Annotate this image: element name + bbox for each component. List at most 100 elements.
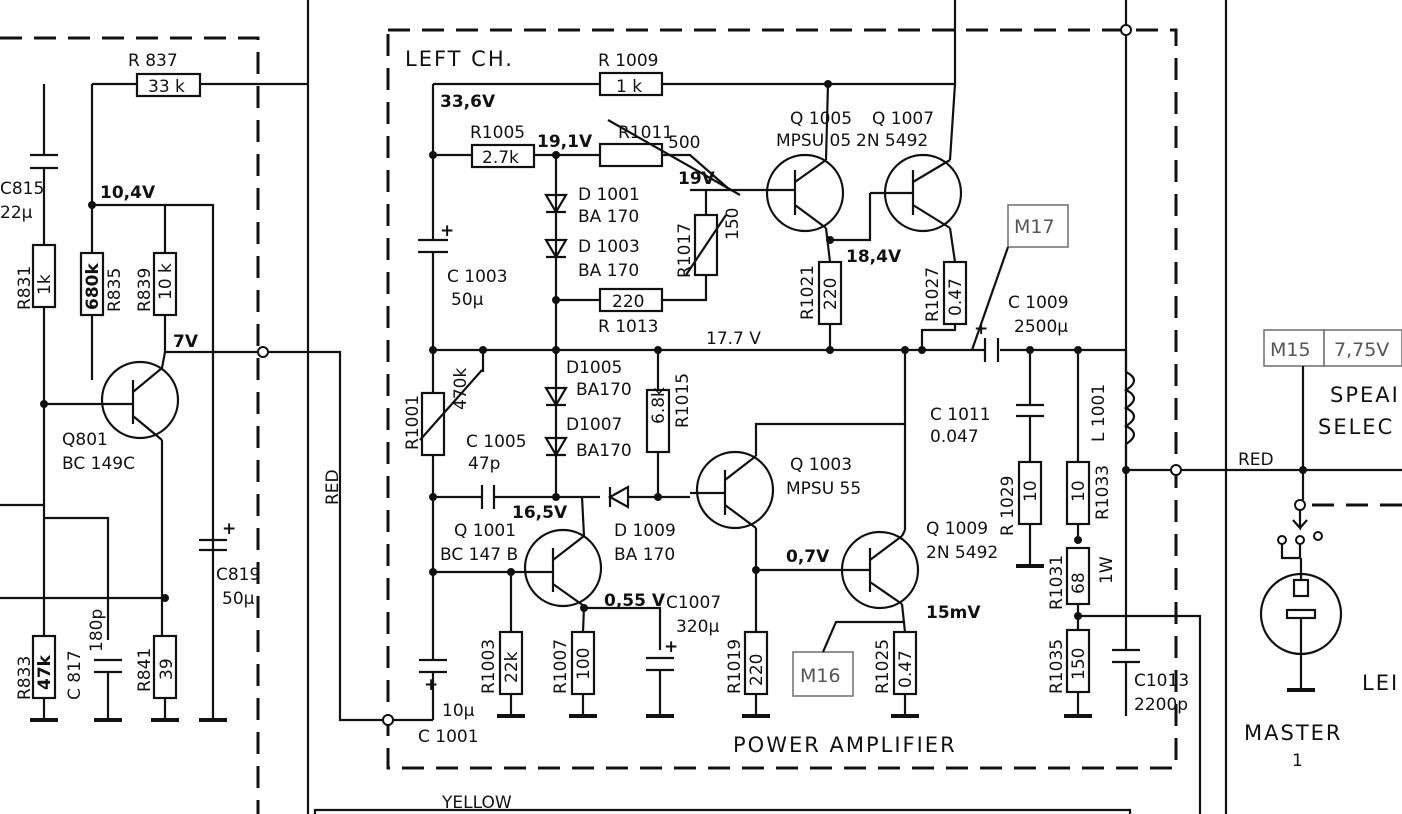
r1033-label: R1033 [1093, 465, 1113, 520]
c1011-label: C 1011 [930, 405, 991, 425]
junction-diodes-mid [552, 346, 560, 354]
r835-value: 680k [83, 263, 103, 310]
c815-label: C815 [0, 179, 44, 199]
r831-label: R831 [15, 266, 35, 310]
r1031-power: 1W [1097, 556, 1117, 584]
r839-value: 10 k [156, 263, 176, 300]
q801-type: BC 149C [62, 454, 135, 474]
r839-label: R839 [135, 268, 155, 312]
c1009-value: 2500μ [1014, 317, 1068, 337]
r1011-wiper-arrow [607, 119, 741, 196]
d1001-type: BA 170 [578, 207, 639, 227]
r1019-label: R1019 [725, 639, 745, 694]
voltage-16-5: 16,5V [512, 503, 568, 523]
c1007-capacitor [646, 656, 674, 716]
connector-red [257, 346, 269, 358]
c817-value: 180p [87, 609, 107, 652]
power-amp-frame [386, 28, 1178, 770]
voltage-33-6: 33,6V [440, 92, 496, 112]
q1005-type: MPSU 05 [776, 131, 851, 151]
q1001-label: Q 1001 [454, 521, 516, 541]
m17-label: M17 [1014, 216, 1055, 238]
r1017-ntc-slash [685, 214, 727, 276]
d1009-type: BA 170 [614, 545, 675, 565]
r835-label: R835 [105, 268, 125, 312]
wire-red-left: RED [323, 469, 343, 505]
q1005-leads [824, 83, 832, 263]
q1009-type: 2N 5492 [926, 543, 998, 563]
r831-value: 1k [35, 274, 55, 295]
preamp-frame [0, 36, 260, 814]
speaker-select-line1: SPEAI [1330, 383, 1400, 407]
left-channel-title: LEFT CH. [405, 47, 514, 71]
r1017-label: R1017 [675, 223, 695, 278]
junction-0-7 [752, 566, 760, 574]
c1005-label: C 1005 [466, 432, 527, 452]
r1013-label: R 1013 [598, 317, 658, 337]
supply-104-wire [92, 203, 215, 720]
speaker-select-line2: SELEC [1318, 415, 1394, 439]
r1007-value: 100 [574, 648, 594, 680]
r1027-label: R1027 [923, 267, 943, 322]
c1013-label: C1013 [1134, 671, 1189, 691]
q1007-symbol [870, 159, 951, 229]
q801-transistor [100, 360, 180, 440]
q1009-label: Q 1009 [926, 519, 988, 539]
c819-label: C819 [216, 565, 260, 585]
junction-0-55 [580, 604, 588, 612]
r1013-value: 220 [612, 292, 644, 312]
r1035-value: 150 [1069, 648, 1089, 680]
r1031-value: 68 [1069, 572, 1089, 594]
q1001-type: BC 147 B [440, 545, 518, 565]
c819-value: 50μ [222, 589, 255, 609]
d1009-label: D 1009 [614, 521, 676, 541]
junction-c1003 [429, 151, 437, 159]
junction-r1031 [1074, 536, 1082, 544]
c1013-capacitor [1112, 470, 1140, 716]
c1011-value: 0.047 [930, 427, 979, 447]
voltage-15mv: 15mV [926, 603, 981, 623]
m17-pointer [970, 246, 1010, 351]
l1001-inductor [1123, 350, 1136, 470]
c1009-plus: + [974, 319, 988, 339]
m15-label: M15 [1270, 339, 1311, 361]
q1009-leads [900, 529, 907, 633]
c1013-value: 2200p [1134, 695, 1188, 715]
r1029-value: 10 [1021, 480, 1041, 502]
r1011-resistor [598, 142, 664, 168]
c815-value: 22μ [0, 203, 33, 223]
selector-arrow [1292, 510, 1308, 531]
c1005-capacitor [480, 485, 496, 509]
q801-symbol [110, 367, 163, 441]
preamp-input-wire [0, 503, 110, 640]
selector-contact-4 [1313, 531, 1323, 541]
r1029-label: R 1029 [998, 476, 1018, 536]
r1001-wiper [419, 369, 483, 441]
c1007-plus: + [664, 637, 678, 657]
r835-resistor [79, 251, 105, 317]
r1031-label: R1031 [1047, 555, 1067, 610]
r1013-resistor [598, 287, 664, 313]
r841-label: R841 [135, 648, 155, 692]
voltage-0-55: 0,55 V [604, 591, 666, 611]
c1009-capacitor [983, 338, 1000, 362]
r1017-value: 150 [723, 208, 743, 240]
c1009-label: C 1009 [1008, 293, 1069, 313]
c1005-value: 47p [468, 454, 500, 474]
r1035-label: R1035 [1047, 639, 1067, 694]
r1027-wire [920, 324, 957, 350]
r1015-label: R1015 [673, 373, 693, 428]
d1005-label: D1005 [566, 358, 622, 378]
d1007-label: D1007 [566, 415, 622, 435]
d1005-type: BA170 [576, 380, 632, 400]
r1025-value: 0.47 [896, 650, 916, 688]
q1001-transistor [523, 528, 603, 608]
r1003-label: R1003 [479, 639, 499, 694]
junction-r1013 [552, 296, 560, 304]
m16-label: M16 [800, 665, 841, 687]
c1003-label: C 1003 [447, 267, 508, 287]
r1027-value: 0.47 [946, 278, 966, 316]
junction-r1003 [507, 568, 515, 576]
d1003-label: D 1003 [578, 237, 640, 257]
